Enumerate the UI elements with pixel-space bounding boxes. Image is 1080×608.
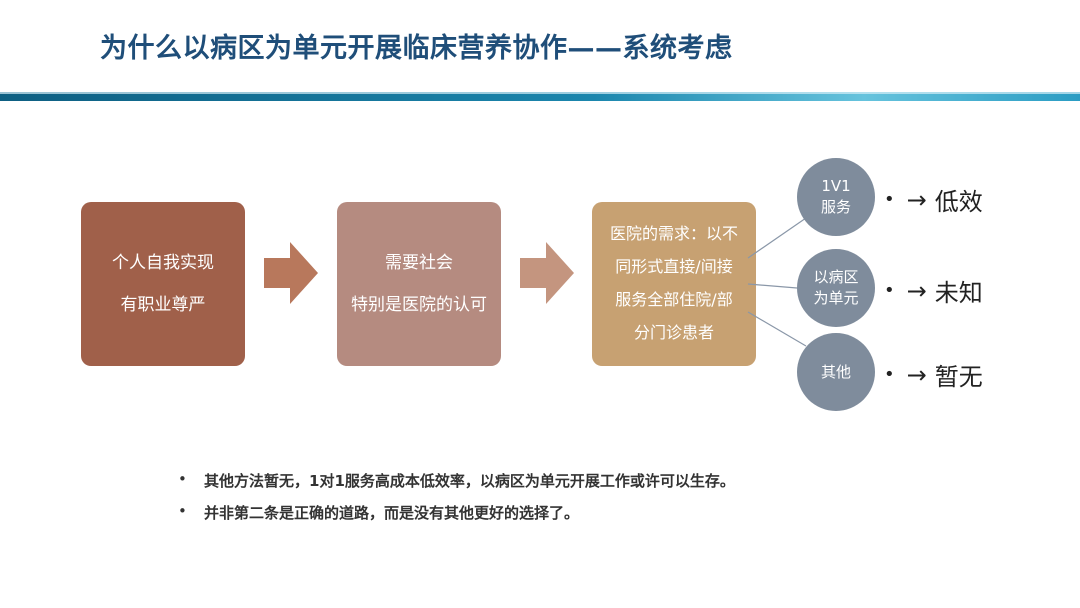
bullet-icon: • <box>178 470 187 488</box>
result-1: • → 低效 <box>884 182 983 217</box>
result-3: • → 暂无 <box>884 357 983 392</box>
box3-line-3: 服务全部住院/部 <box>615 290 733 309</box>
box-social-recognition: 需要社会 特别是医院的认可 <box>337 202 501 366</box>
box2-line-2: 特别是医院的认可 <box>351 295 487 315</box>
right-arrow-icon: → <box>906 360 927 389</box>
result-1-text: 低效 <box>934 188 983 216</box>
box1-line-1: 个人自我实现 <box>112 252 214 273</box>
flow-arrow-1 <box>264 242 318 304</box>
note-1-text: 其他方法暂无，1对1服务高成本低效率，以病区为单元开展工作或许可以生存。 <box>204 472 735 490</box>
box3-line-1: 医院的需求：以不 <box>609 224 738 244</box>
title-divider <box>0 92 1080 101</box>
option2-line-1: 以病区 <box>813 268 859 286</box>
bullet-icon: • <box>884 364 895 385</box>
bullet-icon: • <box>178 502 187 520</box>
box-hospital-needs: 医院的需求：以不 同形式直接/间接 服务全部住院/部 分门诊患者 <box>592 202 756 366</box>
option-circle-other: 其他 <box>797 333 875 411</box>
box3-line-4: 分门诊患者 <box>633 322 714 342</box>
result-2-text: 未知 <box>934 279 983 307</box>
connector-line-1 <box>747 217 807 259</box>
box1-line-2: 有职业尊严 <box>120 295 206 315</box>
connector-line-3 <box>747 311 807 347</box>
note-item: • 其他方法暂无，1对1服务高成本低效率，以病区为单元开展工作或许可以生存。 <box>178 470 735 491</box>
box-self-realization: 个人自我实现 有职业尊严 <box>81 202 245 366</box>
notes-list: • 其他方法暂无，1对1服务高成本低效率，以病区为单元开展工作或许可以生存。 •… <box>178 470 735 534</box>
note-2-text: 并非第二条是正确的道路，而是没有其他更好的选择了。 <box>204 504 580 522</box>
right-arrow-icon: → <box>906 276 927 305</box>
option1-line-2: 服务 <box>820 198 851 216</box>
option2-line-2: 为单元 <box>813 289 859 307</box>
right-arrow-icon: → <box>906 185 927 214</box>
slide-title: 为什么以病区为单元开展临床营养协作——系统考虑 <box>100 33 733 64</box>
bullet-icon: • <box>884 280 895 301</box>
option1-line-1: 1V1 <box>821 177 851 195</box>
option3-line-1: 其他 <box>820 362 851 381</box>
option-circle-ward: 以病区 为单元 <box>797 249 875 327</box>
flow-arrow-2 <box>520 242 574 304</box>
result-3-text: 暂无 <box>934 363 983 391</box>
result-2: • → 未知 <box>884 273 983 308</box>
box3-line-2: 同形式直接/间接 <box>615 257 733 277</box>
option-circle-1v1: 1V1 服务 <box>797 158 875 236</box>
box2-line-1: 需要社会 <box>385 252 453 273</box>
bullet-icon: • <box>884 189 895 210</box>
note-item: • 并非第二条是正确的道路，而是没有其他更好的选择了。 <box>178 502 735 523</box>
